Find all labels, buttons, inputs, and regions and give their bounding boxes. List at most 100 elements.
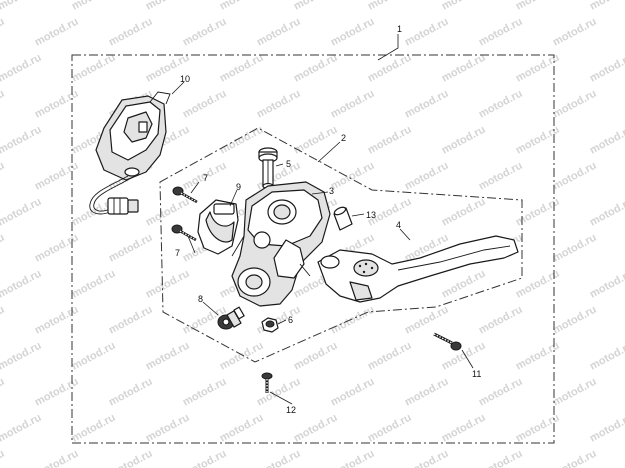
- watermark-text: motod.ru: [403, 88, 451, 121]
- callout-labels: 1 2 3 4 5 6 7 7 8 9 10 11 12 13: [175, 24, 481, 415]
- watermark-text: motod.ru: [551, 448, 599, 468]
- callout-1: 1: [397, 24, 402, 34]
- watermark-text: motod.ru: [181, 448, 229, 468]
- watermark-text: motod.ru: [403, 16, 451, 49]
- callout-11: 11: [472, 369, 481, 379]
- watermark-text: motod.ru: [551, 232, 599, 265]
- watermark-text: motod.ru: [0, 304, 7, 337]
- watermark-text: motod.ru: [477, 160, 525, 193]
- callout-12: 12: [286, 405, 296, 415]
- watermark-text: motod.ru: [440, 124, 488, 157]
- clamp-screw-lower-part: [171, 224, 197, 242]
- bolt-12-part: [261, 372, 273, 393]
- watermark-text: motod.ru: [440, 268, 488, 301]
- watermark-text: motod.ru: [477, 304, 525, 337]
- watermark-text: motod.ru: [366, 52, 414, 85]
- watermark-text: motod.ru: [0, 52, 44, 85]
- watermark-text: motod.ru: [181, 376, 229, 409]
- watermark-text: motod.ru: [292, 124, 340, 157]
- switch-housing-part: [89, 91, 171, 215]
- watermark-text: motod.ru: [33, 16, 81, 49]
- lever-bracket-part: [231, 181, 331, 307]
- watermark-text: motod.ru: [70, 268, 118, 301]
- watermark-text: motod.ru: [218, 412, 266, 445]
- clamp-screw-upper-part: [172, 186, 198, 204]
- watermark-text: motod.ru: [0, 0, 44, 13]
- watermark-text: motod.ru: [0, 268, 44, 301]
- sub-assembly-border: [159, 127, 523, 363]
- watermark-text: motod.ru: [329, 16, 377, 49]
- watermark-text: motod.ru: [218, 0, 266, 13]
- watermark-text: motod.ru: [0, 376, 7, 409]
- watermark-text: motod.ru: [0, 448, 7, 468]
- watermark-text: motod.ru: [292, 52, 340, 85]
- watermark-text: motod.ru: [144, 0, 192, 13]
- leader-lines: [171, 34, 474, 405]
- watermark-text: motod.ru: [477, 448, 525, 468]
- watermark-text: motod.ru: [588, 196, 625, 229]
- watermark-text: motod.ru: [588, 412, 625, 445]
- callout-6: 6: [288, 315, 293, 325]
- watermark-text: motod.ru: [366, 412, 414, 445]
- callout-13: 13: [366, 210, 376, 220]
- clutch-lever-part: [317, 235, 519, 303]
- watermark-text: motod.ru: [403, 448, 451, 468]
- watermark-text: motod.ru: [144, 340, 192, 373]
- callout-10: 10: [180, 74, 190, 84]
- watermark-text: motod.ru: [588, 0, 625, 13]
- watermark-text: motod.ru: [255, 376, 303, 409]
- watermark-text: motod.ru: [329, 88, 377, 121]
- watermark-text: motod.ru: [144, 268, 192, 301]
- watermark-text: motod.ru: [70, 52, 118, 85]
- watermark-text: motod.ru: [292, 340, 340, 373]
- cable-adjuster-part: [217, 306, 245, 330]
- watermark-text: motod.ru: [255, 448, 303, 468]
- watermark-text: motod.ru: [107, 448, 155, 468]
- callout-7b: 7: [175, 248, 180, 258]
- watermark-text: motod.ru: [144, 196, 192, 229]
- watermark-text: motod.ru: [181, 88, 229, 121]
- watermark-text: motod.ru: [181, 16, 229, 49]
- watermark-text: motod.ru: [107, 304, 155, 337]
- watermark-text: motod.ru: [477, 88, 525, 121]
- watermark-text: motod.ru: [70, 412, 118, 445]
- watermark-text: motod.ru: [218, 124, 266, 157]
- watermark-text: motod.ru: [329, 160, 377, 193]
- watermark-text: motod.ru: [403, 376, 451, 409]
- watermark-text: motod.ru: [440, 340, 488, 373]
- watermark-text: motod.ru: [329, 448, 377, 468]
- watermark-text: motod.ru: [33, 304, 81, 337]
- watermark-text: motod.ru: [588, 124, 625, 157]
- watermark-text: motod.ru: [0, 88, 7, 121]
- watermark-text: motod.ru: [33, 160, 81, 193]
- callout-5: 5: [286, 159, 291, 169]
- watermark-text: motod.ru: [33, 448, 81, 468]
- watermark-text: motod.ru: [440, 412, 488, 445]
- callout-7a: 7: [203, 173, 208, 183]
- watermark-text: motod.ru: [329, 304, 377, 337]
- watermark-text: motod.ru: [551, 304, 599, 337]
- watermark-text: motod.ru: [551, 16, 599, 49]
- watermark-text: motod.ru: [0, 232, 7, 265]
- watermark-text: motod.ru: [218, 52, 266, 85]
- watermark-text: motod.ru: [107, 232, 155, 265]
- callout-8: 8: [198, 294, 203, 304]
- watermark-text: motod.ru: [440, 196, 488, 229]
- watermark-text: motod.ru: [329, 376, 377, 409]
- watermark-text: motod.ru: [107, 376, 155, 409]
- watermark-text: motod.ru: [551, 160, 599, 193]
- watermark-text: motod.ru: [255, 88, 303, 121]
- watermark-text: motod.ru: [33, 376, 81, 409]
- watermark-text: motod.ru: [255, 304, 303, 337]
- watermark-text: motod.ru: [144, 412, 192, 445]
- watermark-text: motod.ru: [440, 0, 488, 13]
- watermark-text: motod.ru: [33, 232, 81, 265]
- callout-3: 3: [329, 186, 334, 196]
- pivot-bolt-part: [258, 147, 278, 190]
- watermark-text: motod.ru: [477, 376, 525, 409]
- callout-2: 2: [341, 133, 346, 143]
- watermark-text: motod.ru: [0, 160, 7, 193]
- callout-9: 9: [236, 182, 241, 192]
- watermark-text: motod.ru: [292, 412, 340, 445]
- watermark-text: motod.ru: [218, 340, 266, 373]
